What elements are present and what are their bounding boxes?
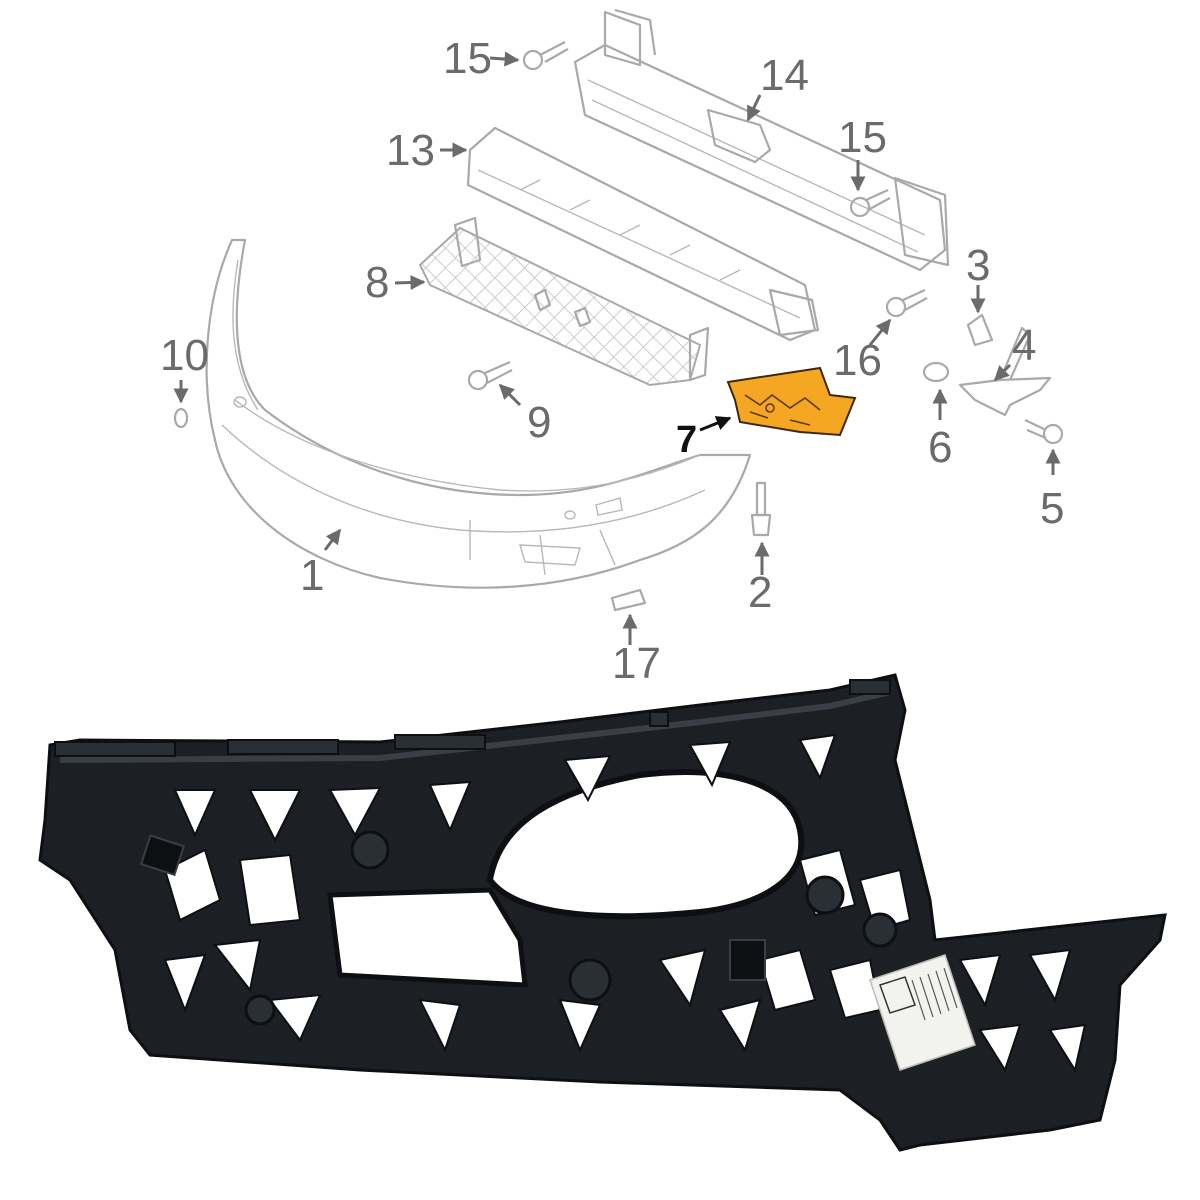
fastener-3 [966, 313, 994, 347]
label-4: 4 [1012, 321, 1036, 370]
label-14: 14 [760, 51, 809, 100]
label-3: 3 [966, 241, 990, 290]
label-17: 17 [612, 639, 661, 688]
part-17-cap [610, 588, 647, 612]
part-7-bracket-highlighted [726, 366, 857, 437]
label-10: 10 [160, 331, 209, 380]
label-16: 16 [833, 336, 882, 385]
part-1-bumper-cover [205, 238, 752, 589]
fastener-15b [849, 188, 891, 218]
label-7: 7 [676, 419, 697, 461]
part-13-energy-absorber [466, 126, 820, 342]
part-8-lower-grille [418, 216, 710, 387]
label-13: 13 [386, 126, 435, 175]
label-6: 6 [928, 423, 952, 472]
label-15a: 15 [443, 34, 492, 83]
callout-labels: 15 14 13 15 8 3 4 16 10 9 7 6 5 1 2 17 [160, 34, 1064, 688]
fastener-9 [467, 360, 513, 391]
label-2: 2 [748, 568, 772, 617]
part-14-impact-bar [573, 8, 950, 272]
fastener-2 [750, 481, 772, 537]
label-8: 8 [365, 258, 389, 307]
bracket-photo [38, 673, 1167, 1152]
fastener-16 [885, 288, 928, 318]
fastener-6 [922, 361, 950, 383]
fastener-5 [1024, 419, 1064, 445]
part-10-clip [173, 407, 189, 429]
label-1: 1 [300, 551, 324, 600]
leader-arrows [173, 51, 1061, 645]
label-5: 5 [1040, 484, 1064, 533]
label-9: 9 [527, 398, 551, 447]
label-15b: 15 [838, 113, 887, 162]
part-label-sticker [869, 954, 976, 1071]
fastener-15a [522, 41, 569, 71]
